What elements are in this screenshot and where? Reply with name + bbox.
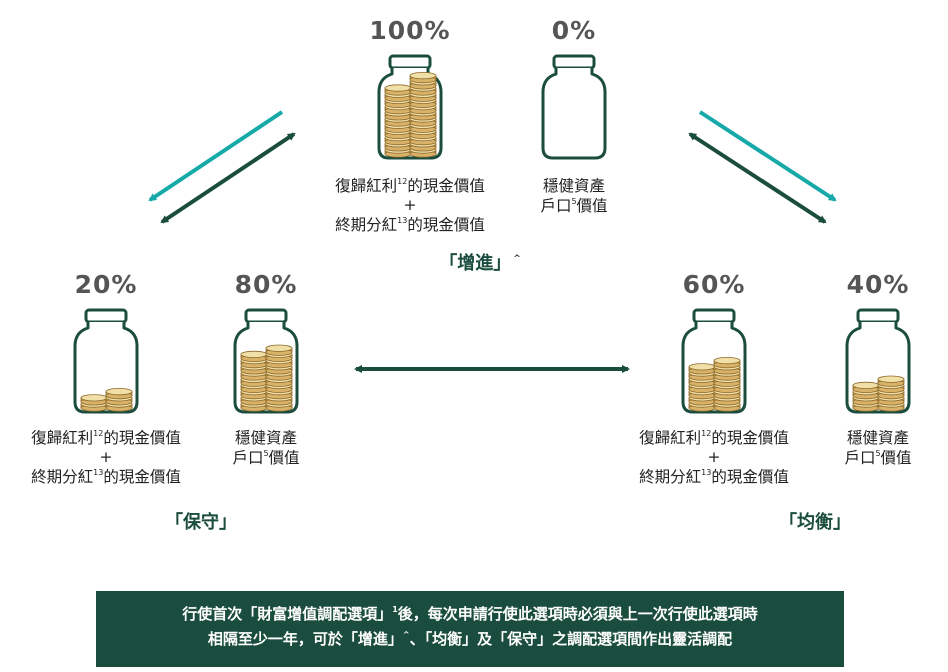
- balanced-safe-percent: 40%: [846, 270, 910, 299]
- growth-safe-percent: 0%: [551, 16, 597, 45]
- coin-18: [265, 344, 293, 356]
- arrow-growth-balanced-two-way: [688, 132, 827, 224]
- coin-8: [240, 350, 268, 363]
- balanced-safe-label: 穩健資產 戶口5價值: [844, 429, 912, 467]
- strategy-balanced-title: 「均衡」: [779, 512, 851, 533]
- growth-safe-jar-icon: [541, 54, 607, 160]
- coin-4: [105, 388, 133, 400]
- conservative-safe-label: 穩健資產 戶口5價值: [232, 429, 300, 467]
- jar-lid: [692, 308, 736, 324]
- coin-10: [384, 84, 412, 96]
- jar-lid: [84, 308, 128, 324]
- balanced-cash-percent: 60%: [682, 270, 746, 299]
- growth-safe-label: 穩健資產 戶口5價值: [540, 177, 608, 215]
- jar-lid: [856, 308, 900, 324]
- coin-14: [713, 356, 741, 369]
- note-banner-line1: 行使首次「財富增值調配選項」1後，每次申請行使此選項時必須與上一次行使此選項時: [182, 605, 758, 623]
- conservative-safe-jar-icon: [233, 308, 299, 414]
- jar-lid: [552, 54, 596, 70]
- conservative-cash-label: 復歸紅利12的現金價值 + 終期分紅13的現金價值: [31, 429, 181, 486]
- balanced-cash-label: 復歸紅利12的現金價值 + 終期分紅13的現金價值: [639, 429, 789, 486]
- strategy-growth-title: 「增進」^: [439, 253, 521, 274]
- coin-6: [688, 363, 716, 375]
- growth-cash-label: 復歸紅利12的現金價值 + 終期分紅13的現金價值: [335, 177, 485, 234]
- growth-cash-percent: 100%: [369, 16, 451, 45]
- coin-23: [409, 71, 437, 84]
- strategy-conservative-title: 「保守」: [165, 512, 237, 533]
- balanced-cash-jar-icon: [681, 308, 747, 414]
- growth-cash-jar-icon: [377, 54, 443, 160]
- arrow-growth-conservative-two-way: [160, 132, 296, 224]
- balanced-safe-jar-icon: [845, 308, 911, 414]
- coin-3: [852, 381, 880, 394]
- note-banner: 行使首次「財富增值調配選項」1後，每次申請行使此選項時必須與上一次行使此選項時 …: [96, 591, 844, 667]
- jar-lid: [388, 54, 432, 70]
- note-banner-line2: 相隔至少一年，可於「增進」^、「均衡」及「保守」之調配選項間作出靈活調配: [207, 630, 733, 648]
- coin-8: [877, 375, 905, 387]
- conservative-safe-percent: 80%: [234, 270, 298, 299]
- conservative-cash-percent: 20%: [74, 270, 138, 299]
- conservative-cash-jar-icon: [73, 308, 139, 414]
- jar-body: [541, 68, 607, 160]
- jar-lid: [244, 308, 288, 324]
- coin-1: [80, 394, 108, 406]
